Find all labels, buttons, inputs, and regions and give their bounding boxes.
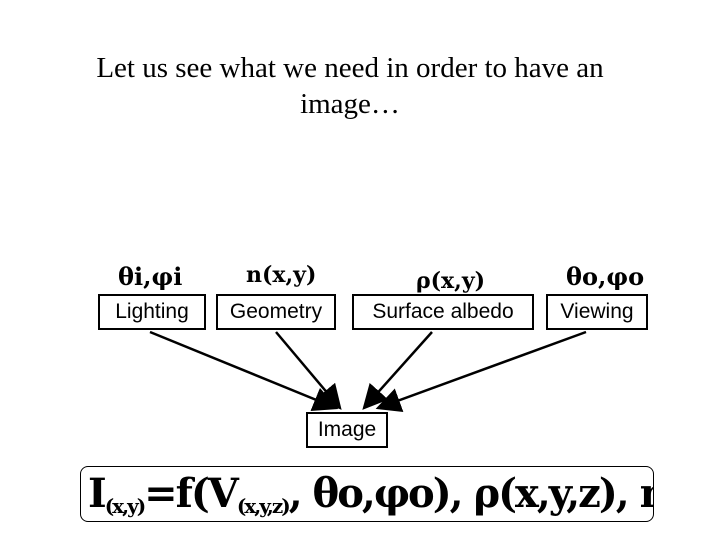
formula-rhs: =f(V xyxy=(144,470,239,517)
formula-lhs-sub: (x,y) xyxy=(104,494,146,518)
formula-lhs: I xyxy=(88,470,107,517)
arrow-lighting-to-image xyxy=(149,330,339,412)
image-box: Image xyxy=(306,412,388,448)
lighting-box: Lighting xyxy=(98,294,206,330)
albedo-symbol: ρ(x,y) xyxy=(416,268,486,294)
viewing-box: Viewing xyxy=(546,294,648,330)
arrow-viewing-to-image xyxy=(375,330,587,413)
formula-panel xyxy=(80,466,654,522)
arrow-geometry-to-image xyxy=(275,331,342,410)
lighting-symbol: θi,φi xyxy=(118,262,183,291)
slide-title-line-2: image… xyxy=(300,88,400,120)
viewing-symbol: θo,φo xyxy=(566,262,645,291)
surface-albedo-box: Surface albedo xyxy=(352,294,534,330)
slide-title-line-1: Let us see what we need in order to have… xyxy=(96,52,604,84)
image-formula: I(x,y)=f(V(x,y,z), θo,φo), ρ(x,y,z), n(x… xyxy=(88,470,654,518)
geometry-box: Geometry xyxy=(216,294,336,330)
geometry-symbol: n(x,y) xyxy=(246,262,317,288)
formula-rest: , θo,φo), ρ(x,y,z), n(x,y,z), s(θi,φi)) xyxy=(288,470,654,517)
arrow-albedo-to-image xyxy=(362,331,433,410)
slide-title: Let us see what we need in order to have… xyxy=(40,50,660,122)
formula-rhs-sub: (x,y,z) xyxy=(236,494,291,518)
